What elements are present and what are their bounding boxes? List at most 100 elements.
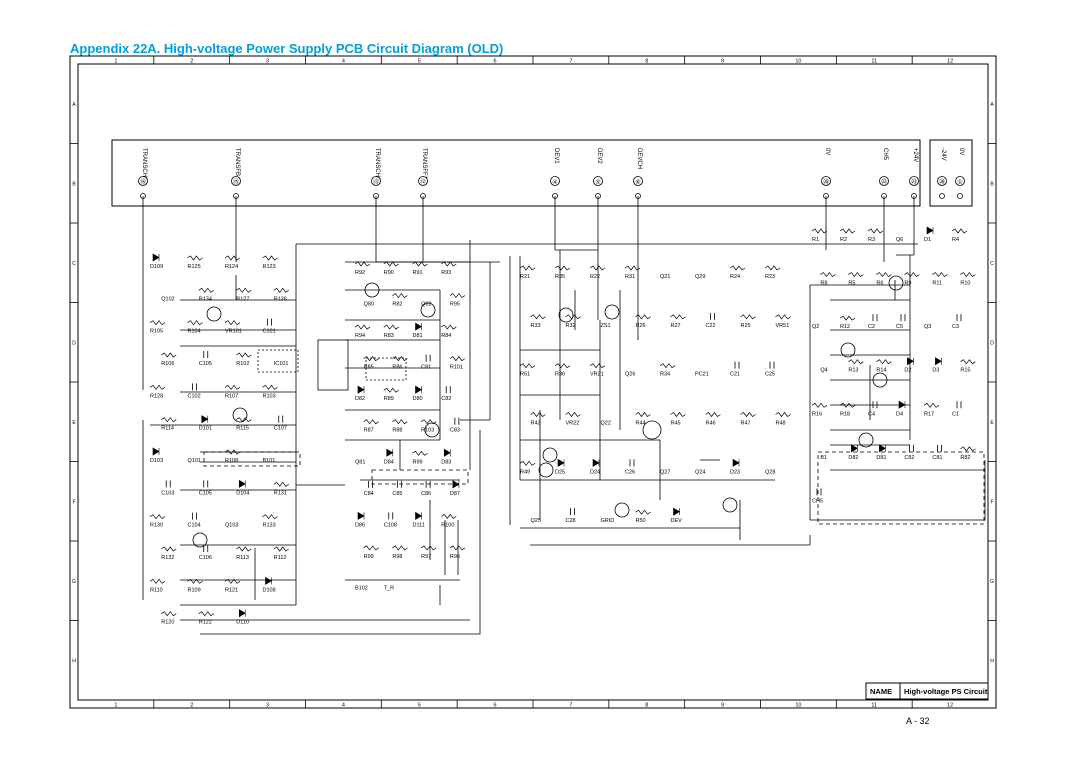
resistor-symbol xyxy=(867,228,884,234)
resistor-symbol xyxy=(876,359,892,365)
connector-label: TRANSCH2 xyxy=(141,148,147,181)
resistor-symbol xyxy=(670,314,686,320)
connector-label: +24V xyxy=(912,148,918,162)
capacitor-symbol xyxy=(454,417,460,425)
connector-pin-number: ⑤ xyxy=(595,179,600,186)
capacitor-symbol xyxy=(425,480,431,488)
capacitor-symbol xyxy=(629,459,635,467)
resistor-symbol xyxy=(554,265,571,271)
diode-symbol xyxy=(907,357,914,366)
component-label: R44 xyxy=(636,421,646,427)
component-label: R133 xyxy=(263,523,276,529)
component-label: R103 xyxy=(421,428,434,434)
resistor-symbol xyxy=(149,514,166,520)
component-label: PC21 xyxy=(695,372,709,378)
resistor-symbol xyxy=(187,320,203,326)
resistor-symbol xyxy=(811,402,828,408)
component-label: R99 xyxy=(413,459,423,465)
connector-pin-circle xyxy=(909,176,919,186)
resistor-symbol xyxy=(412,261,428,267)
component-label: VR22 xyxy=(566,421,580,427)
component-label: R90 xyxy=(384,270,394,276)
connector-pin-number: ⑳ xyxy=(939,178,945,186)
component-label: R27 xyxy=(671,323,681,329)
component-label: D111 xyxy=(413,522,425,528)
component-label: Q82 xyxy=(421,302,431,308)
resistor-symbol xyxy=(383,387,399,393)
resistor-symbol xyxy=(354,261,371,267)
resistor-symbol xyxy=(565,411,581,418)
component-label: R132 xyxy=(161,555,174,561)
resistor-symbol xyxy=(449,292,466,299)
diode-symbol xyxy=(673,507,681,516)
component-label: R91 xyxy=(413,270,423,276)
resistor-symbol xyxy=(441,261,457,267)
component-label: VR51 xyxy=(776,323,790,329)
connector-pin-circle xyxy=(955,176,965,186)
component-label: R22 xyxy=(590,274,600,280)
component-label: R97 xyxy=(421,554,431,560)
resistor-symbol xyxy=(960,446,976,452)
resistor-symbol xyxy=(392,419,408,425)
component-label: R124 xyxy=(225,264,238,270)
resistor-symbol xyxy=(224,384,241,390)
component-label: R89 xyxy=(384,396,394,402)
component-label: R14 xyxy=(876,368,886,374)
diode-symbol xyxy=(443,448,451,457)
capacitor-symbol xyxy=(267,318,272,326)
grid-col-label-top: 9 xyxy=(721,59,724,65)
component-label: C107 xyxy=(274,426,287,432)
component-label: R16 xyxy=(812,411,822,417)
grid-col-label-bottom: 7 xyxy=(569,703,572,709)
resistor-symbol xyxy=(775,411,791,418)
capacitor-symbol xyxy=(203,545,209,552)
resistor-symbol xyxy=(876,271,892,278)
component-label: R48 xyxy=(776,421,786,427)
grid-col-label-top: 8 xyxy=(645,59,648,65)
resistor-symbol xyxy=(412,450,428,456)
grid-row-label-right: H xyxy=(990,658,994,664)
component-label: Q21 xyxy=(660,274,670,280)
component-label: C2 xyxy=(868,324,875,330)
component-label: R36 xyxy=(555,372,565,378)
connector-label: CH5 xyxy=(882,148,888,161)
title-block-name-value: High-voltage PS Circuit xyxy=(904,687,988,696)
component-label: R107 xyxy=(225,393,238,399)
component-label: CH5 xyxy=(812,498,823,504)
resistor-symbol xyxy=(441,513,457,519)
resistor-symbol xyxy=(659,363,676,369)
resistor-symbol xyxy=(839,315,856,321)
resistor-symbol xyxy=(923,402,940,408)
component-label: D4 xyxy=(896,411,903,417)
component-label: R8 xyxy=(820,281,827,287)
capacitor-symbol xyxy=(816,488,822,496)
diode-symbol xyxy=(935,357,942,366)
connector-pin-number: ㉒ xyxy=(881,178,887,186)
component-label: B1 xyxy=(820,455,827,461)
diode-symbol xyxy=(238,609,246,618)
resistor-symbol xyxy=(420,419,437,425)
resistor-symbol xyxy=(951,228,968,234)
component-label: R17 xyxy=(924,411,934,417)
resistor-symbol xyxy=(392,356,408,362)
component-label: Q80 xyxy=(364,302,374,308)
capacitor-symbol xyxy=(734,361,740,369)
grid-row-label-left: A xyxy=(72,102,76,108)
resistor-symbol xyxy=(187,578,203,584)
resistor-symbol xyxy=(960,359,976,365)
resistor-symbol xyxy=(224,449,241,455)
resistor-symbol xyxy=(149,320,166,326)
component-label: R4 xyxy=(952,237,959,243)
component-label: R82 xyxy=(392,302,402,308)
component-label: R100 xyxy=(441,522,454,528)
resistor-symbol xyxy=(224,320,241,326)
component-label: R12 xyxy=(840,324,850,330)
component-label: R104 xyxy=(188,329,201,335)
resistor-symbol xyxy=(839,228,856,234)
component-label: GRID xyxy=(601,518,615,524)
component-label: Q101 xyxy=(188,458,201,464)
resistor-symbol xyxy=(354,324,371,330)
component-label: D23 xyxy=(730,469,740,475)
